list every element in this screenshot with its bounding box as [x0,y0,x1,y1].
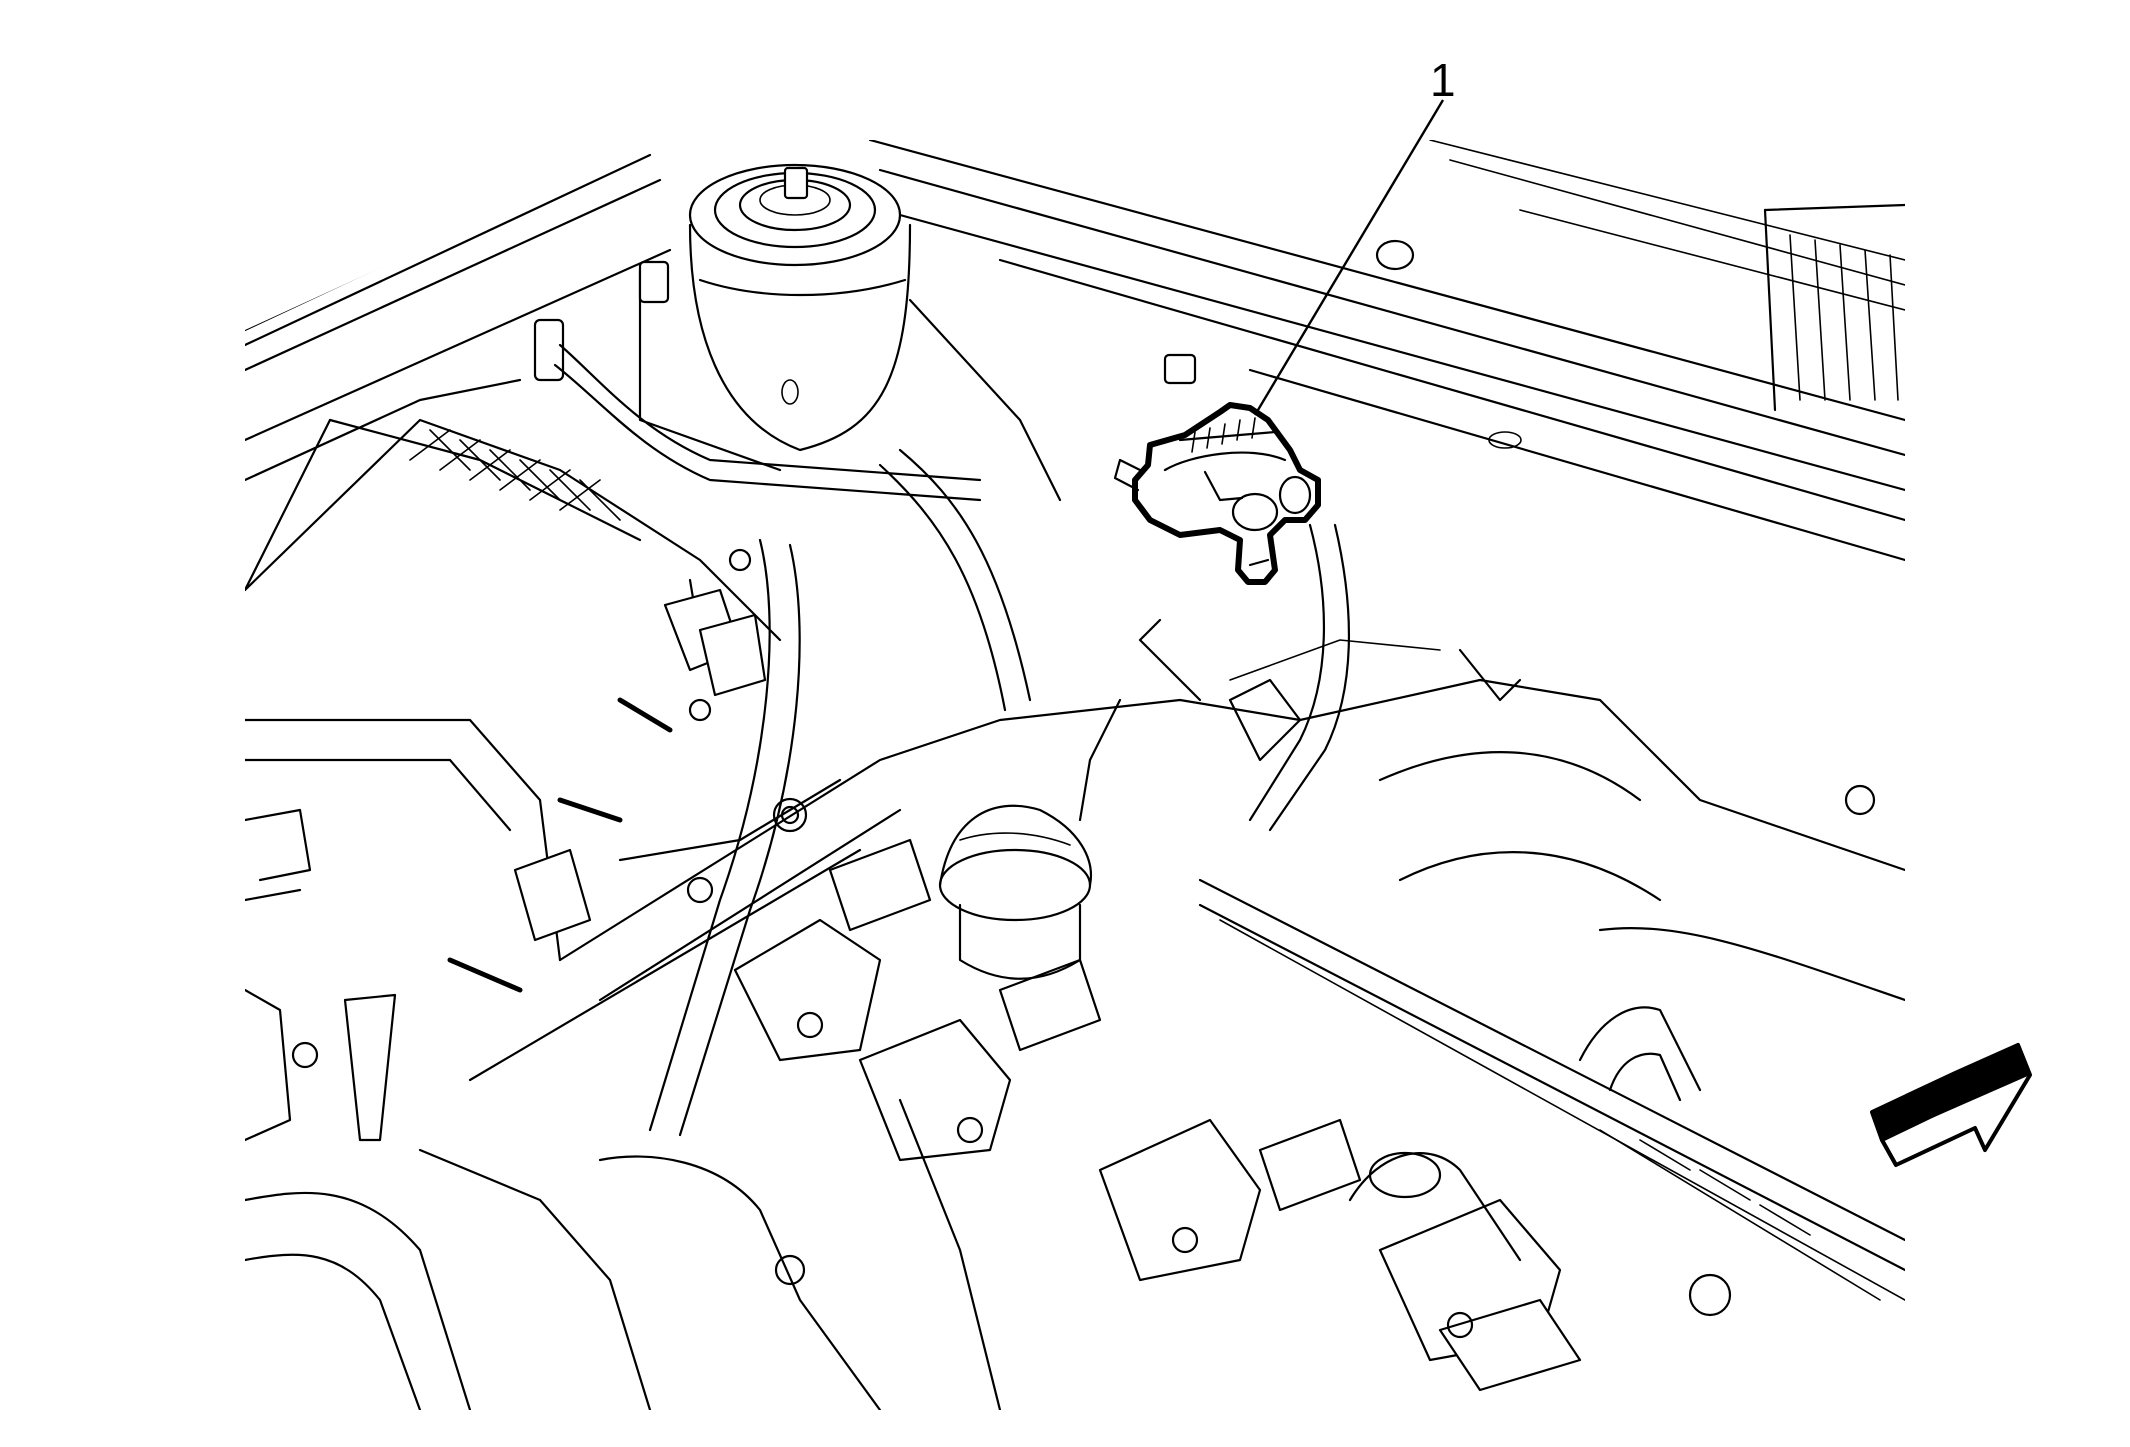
fuel-rail [1198,878,1905,1301]
strut-top-mount [638,163,1062,502]
intake-manifold [468,639,1905,1317]
callout-1: 1 [1253,54,1456,416]
left-bracket-clips [343,548,767,1142]
brake-line-fittings [533,260,1197,712]
lower-left-components [245,808,1002,1410]
evap-purge-solenoid [1113,402,1321,585]
coolant-hose [1348,1006,1702,1262]
air-intake-duct [245,418,842,993]
purge-line [1078,523,1351,832]
oil-filler-cap [938,804,1092,980]
callout-1-label: 1 [1430,54,1456,106]
ignition-coils [733,838,1582,1392]
cowl-panel [868,140,1905,562]
engine-bay-linework [245,140,1905,1410]
view-direction-arrow-icon [1870,1043,2032,1167]
